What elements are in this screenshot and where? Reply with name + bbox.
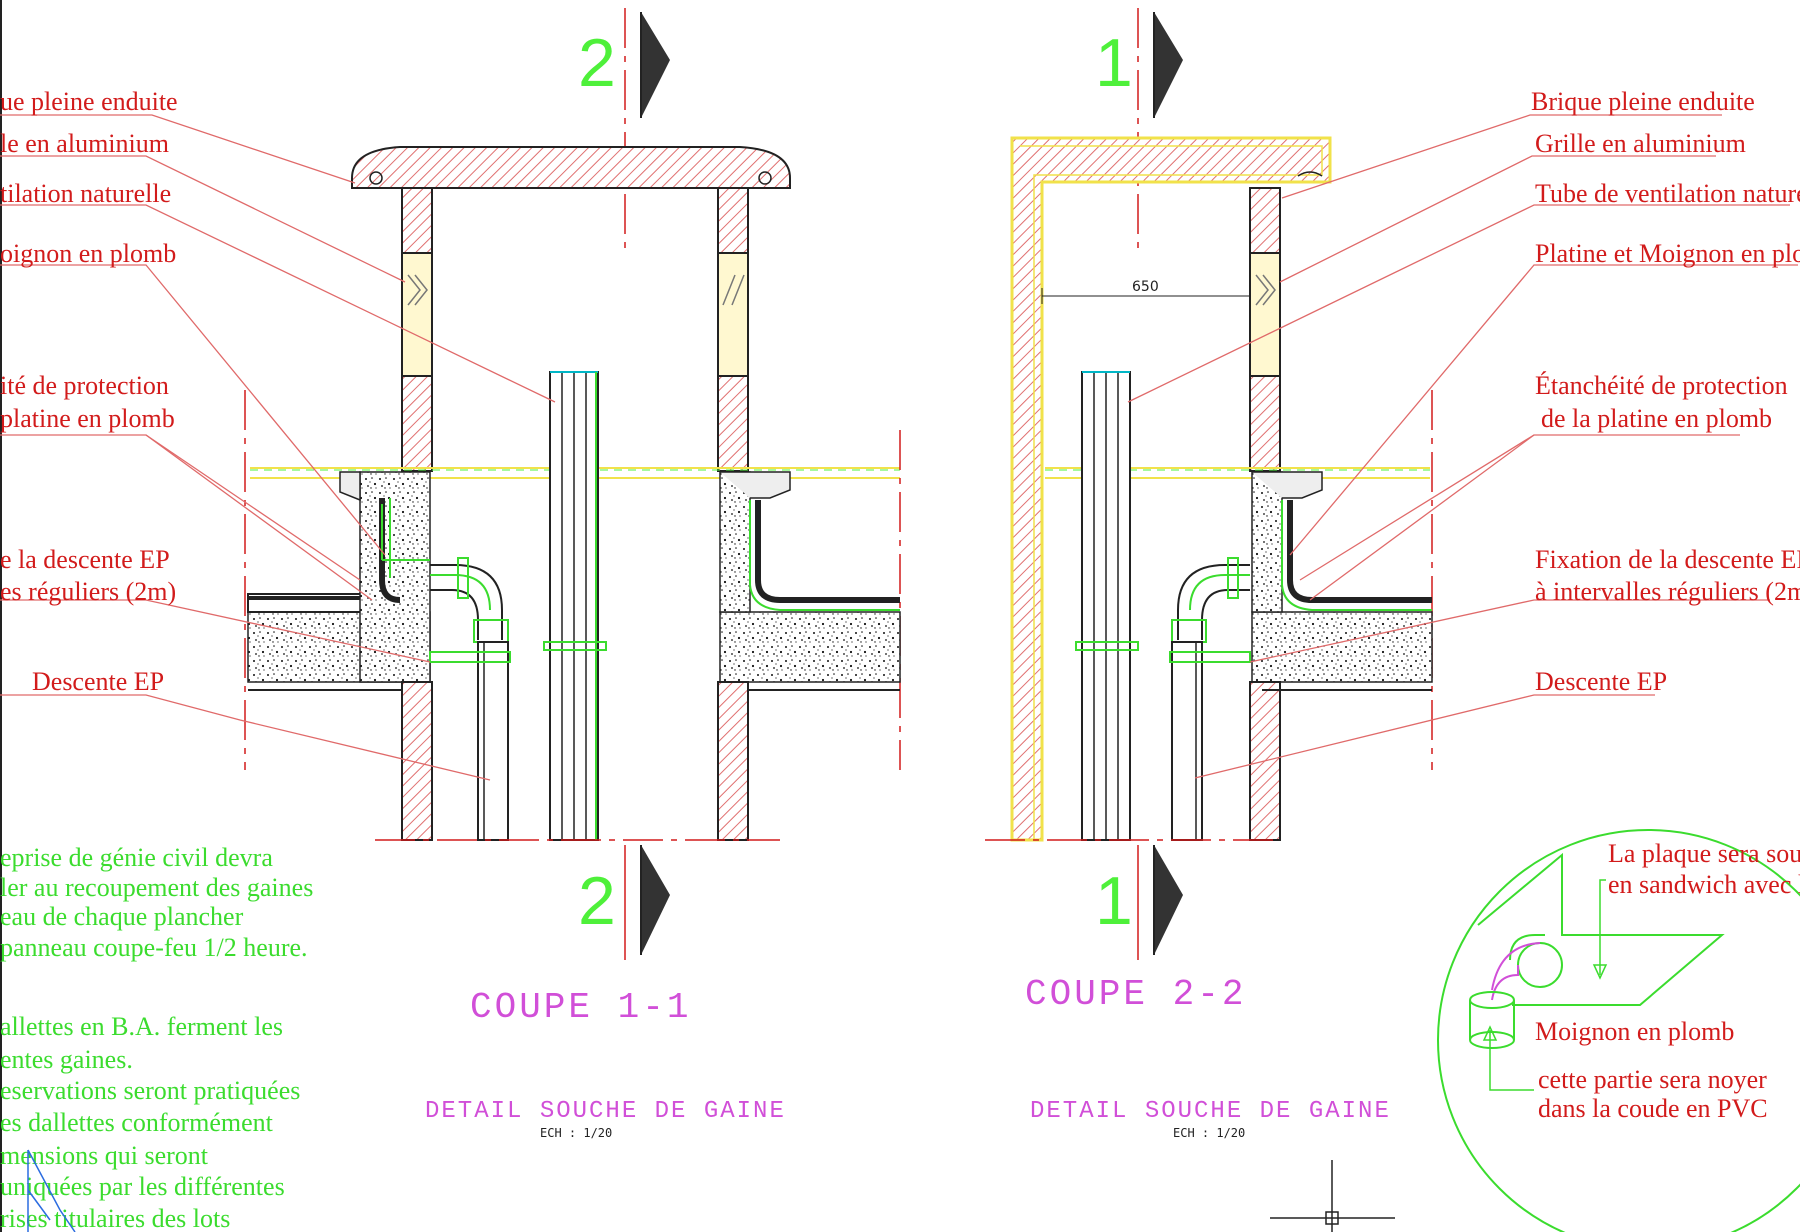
section-marker-right-top: 1 — [1095, 25, 1133, 101]
leader-lines — [0, 114, 1798, 781]
section-marker-left-top: 2 — [578, 25, 616, 101]
labels-left: ue pleine enduite le en aluminium tilati… — [0, 87, 178, 696]
label-etancheite-left-1: ité de protection — [0, 371, 169, 400]
label-plaque-2: en sandwich avec le E — [1608, 870, 1800, 899]
label-etancheite-left-2: platine en plomb — [0, 404, 175, 433]
label-plaque-1: La plaque sera souder — [1608, 839, 1800, 868]
note-line: panneau coupe-feu 1/2 heure. — [0, 933, 308, 962]
label-brique-left: ue pleine enduite — [0, 87, 178, 116]
note-line: rises titulaires des lots — [0, 1204, 230, 1232]
brick-wall — [401, 187, 433, 254]
downpipe-ep — [429, 557, 511, 841]
grille — [401, 252, 433, 377]
section-left: 2 2 — [244, 8, 901, 960]
section-marker-right-bottom: 1 — [1095, 863, 1133, 939]
detail-circle: La plaque sera souder en sandwich avec l… — [1437, 829, 1800, 1232]
label-descente-right: Descente EP — [1535, 667, 1667, 696]
label-moignon-left: oignon en plomb — [0, 239, 176, 268]
labels-right: Brique pleine enduite Grille en aluminiu… — [1531, 87, 1800, 696]
title-coupe-left: COUPE 1-1 — [470, 987, 691, 1028]
label-moignon-detail: Moignon en plomb — [1535, 1017, 1734, 1046]
section-marker-left-bottom: 2 — [578, 863, 616, 939]
section-arrow-top-left — [640, 12, 670, 118]
label-platine-right: Platine et Moignon en plomb — [1535, 239, 1800, 268]
label-grille-left: le en aluminium — [0, 129, 169, 158]
label-noyer-1: cette partie sera noyer — [1538, 1065, 1767, 1094]
notes-block: eprise de génie civil devra ler au recou… — [0, 843, 313, 1232]
note-line: allettes en B.A. ferment les — [0, 1012, 283, 1041]
label-descente-left: Descente EP — [32, 667, 164, 696]
label-fixation-right-1: Fixation de la descente EP — [1535, 545, 1800, 574]
label-tube-left: tilation naturelle — [0, 179, 171, 208]
dimension-label: 650 — [1132, 279, 1159, 295]
title-detail-right: DETAIL SOUCHE DE GAINE — [1030, 1098, 1391, 1125]
note-line: mensions qui seront — [0, 1141, 209, 1170]
ucs-icon — [1270, 1160, 1395, 1232]
north-arrow-partial — [27, 1149, 76, 1232]
label-fixation-right-2: à intervalles réguliers (2m) — [1535, 577, 1800, 606]
label-brique-right: Brique pleine enduite — [1531, 87, 1755, 116]
scale-left: ECH : 1/20 — [540, 1126, 612, 1140]
cap-slab — [351, 146, 791, 189]
note-line: eservations seront pratiquées — [0, 1076, 300, 1105]
label-noyer-2: dans la coude en PVC — [1538, 1094, 1768, 1123]
label-tube-right: Tube de ventilation naturelle — [1535, 179, 1800, 208]
section-arrow-top-right — [1153, 12, 1183, 118]
label-fixation-left-2: es réguliers (2m) — [0, 577, 176, 606]
note-line: entes gaines. — [0, 1045, 133, 1074]
note-line: es dallettes conformément — [0, 1108, 274, 1137]
label-etancheite-right-1: Étanchéité de protection — [1535, 371, 1788, 400]
section-right: 1 1 650 — [985, 8, 1433, 960]
label-etancheite-right-2: de la platine en plomb — [1541, 404, 1772, 433]
scale-right: ECH : 1/20 — [1173, 1126, 1245, 1140]
note-line: ler au recoupement des gaines — [0, 873, 313, 902]
note-line: eprise de génie civil devra — [0, 843, 273, 872]
label-fixation-left-1: e la descente EP — [0, 545, 170, 574]
section-arrow-bottom-left — [640, 845, 670, 955]
title-detail-left: DETAIL SOUCHE DE GAINE — [425, 1098, 786, 1125]
label-grille-right: Grille en aluminium — [1535, 129, 1746, 158]
note-line: eau de chaque plancher — [0, 902, 244, 931]
section-arrow-bottom-right — [1153, 845, 1183, 955]
title-coupe-right: COUPE 2-2 — [1025, 974, 1246, 1015]
